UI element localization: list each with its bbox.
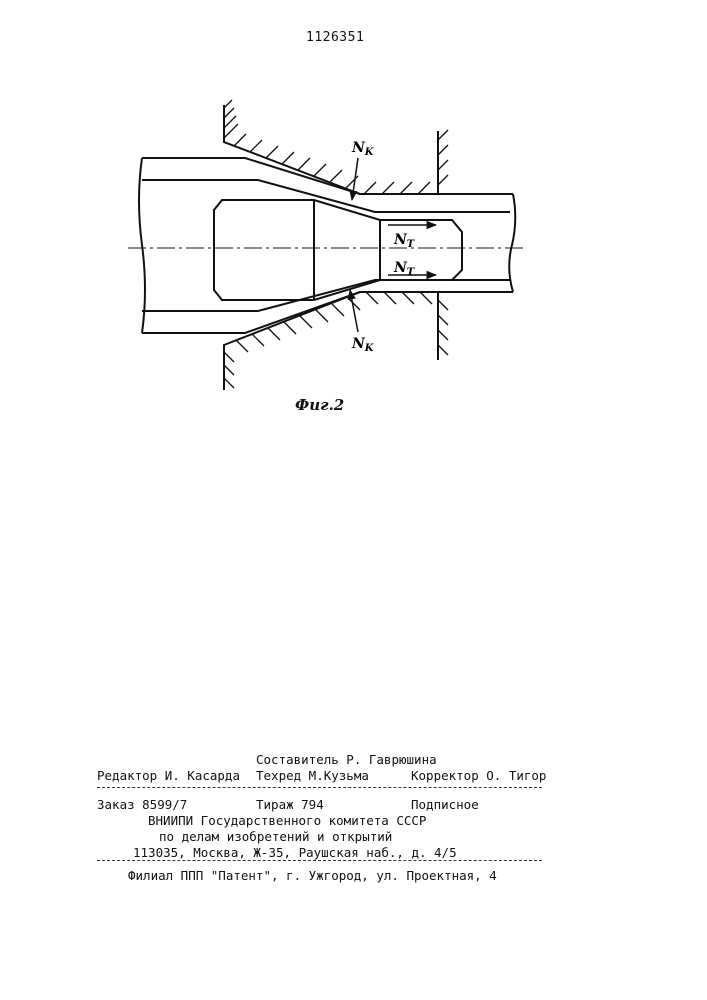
tube-break-right	[509, 194, 515, 292]
compiler: Составитель Р. Гаврюшина	[256, 752, 437, 767]
divider	[97, 860, 542, 861]
tube-outer-top	[142, 158, 513, 194]
tube-break-left	[139, 158, 145, 333]
order: Заказ 8599/7	[97, 797, 187, 812]
org-line2: по делам изобретений и открытий	[159, 829, 392, 844]
leader-nk-bottom	[350, 290, 358, 332]
address: 113035, Москва, Ж-35, Раушская наб., д. …	[133, 845, 457, 860]
techred: Техред М.Кузьма	[256, 768, 369, 783]
tube-bore-top	[142, 180, 510, 212]
label-nt-top: NT	[393, 232, 416, 250]
figure-caption: Фиг.2	[295, 396, 344, 414]
org-line1: ВНИИПИ Государственного комитета СССР	[148, 813, 426, 828]
lower-die-outline	[224, 292, 438, 390]
branch: Филиал ППП "Патент", г. Ужгород, ул. Про…	[128, 868, 497, 883]
figure-drawing: NK NT NT NK	[0, 0, 707, 420]
label-nk-top: NK	[351, 140, 375, 158]
editor: Редактор И. Касарда	[97, 768, 240, 783]
divider	[97, 787, 542, 788]
mandrel-outline	[214, 200, 462, 300]
corrector: Корректор О. Тигор	[411, 768, 546, 783]
circulation: Тираж 794	[256, 797, 324, 812]
tube-outer-bottom	[142, 292, 513, 333]
subscription: Подписное	[411, 797, 479, 812]
label-nk-bottom: NK	[351, 336, 375, 354]
label-nt-bottom: NT	[393, 260, 416, 278]
